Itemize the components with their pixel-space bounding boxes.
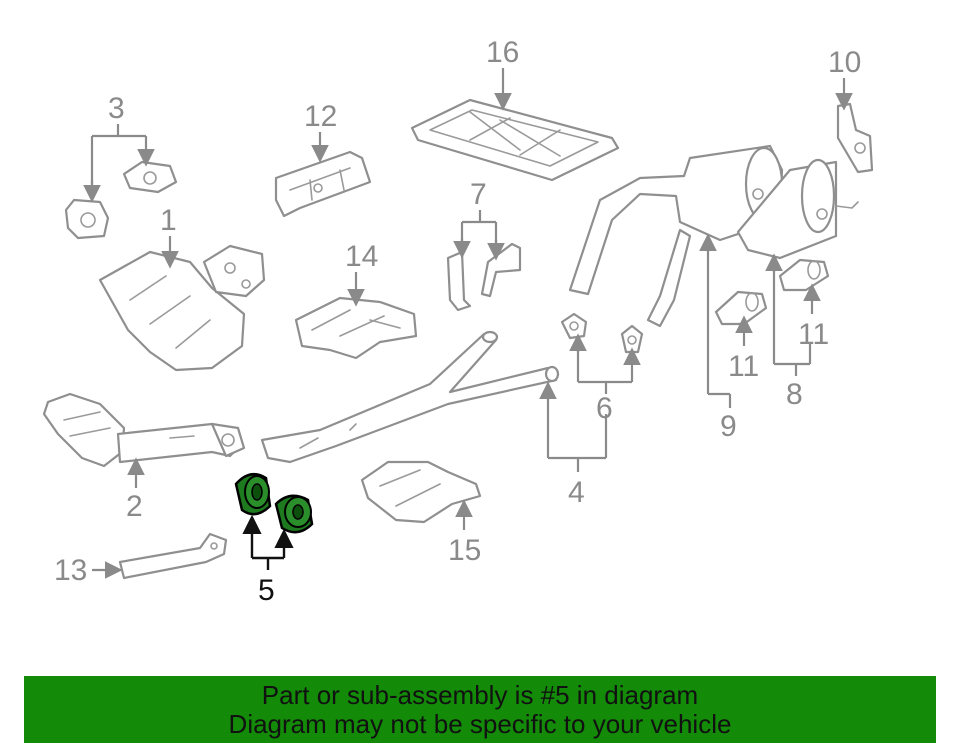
part-14-heat-shield[interactable] (294, 296, 418, 360)
callout-11-left: 11 (728, 350, 759, 383)
callout-9: 9 (720, 410, 737, 443)
bushing-right[interactable] (274, 494, 314, 534)
callout-4: 4 (568, 476, 585, 509)
part-13-bracket[interactable] (118, 532, 228, 580)
part-12-shield[interactable] (274, 150, 372, 218)
callout-8: 8 (786, 378, 803, 411)
callout-5: 5 (258, 574, 275, 607)
banner-line-2: Diagram may not be specific to your vehi… (228, 708, 732, 739)
info-banner: Part or sub-assembly is #5 in diagram Di… (24, 676, 936, 743)
part-11-tips-left[interactable] (714, 290, 768, 326)
part-10-bracket[interactable] (836, 102, 874, 174)
part-4-y-pipe[interactable] (260, 330, 560, 464)
part-7-hangers[interactable] (446, 242, 522, 312)
callout-6: 6 (596, 392, 613, 425)
callout-12: 12 (304, 100, 337, 133)
part-2-front-pipe[interactable] (42, 392, 246, 468)
part-15-heat-shield[interactable] (360, 460, 482, 524)
part-1-converter[interactable] (98, 244, 266, 372)
callout-3: 3 (108, 92, 125, 125)
part-8-muffler[interactable] (736, 158, 859, 260)
callout-14: 14 (345, 240, 378, 273)
part-11-tips-right[interactable] (778, 258, 830, 292)
banner-line-1: Part or sub-assembly is #5 in diagram (261, 679, 699, 710)
part-6-gaskets[interactable] (560, 312, 644, 354)
callout-2: 2 (126, 490, 143, 523)
callout-16: 16 (486, 36, 519, 69)
callout-1: 1 (160, 204, 177, 237)
callout-15: 15 (448, 534, 481, 567)
callout-11-right: 11 (798, 318, 829, 351)
callout-10: 10 (828, 46, 861, 79)
exhaust-parts-diagram: 16 12 3 1 7 14 (42, 36, 874, 607)
part-5-bushings[interactable] (234, 472, 314, 534)
bushing-left[interactable] (234, 472, 272, 516)
callout-13: 13 (54, 554, 87, 587)
callout-7: 7 (470, 178, 487, 211)
part-16-heat-shield[interactable] (410, 98, 620, 182)
